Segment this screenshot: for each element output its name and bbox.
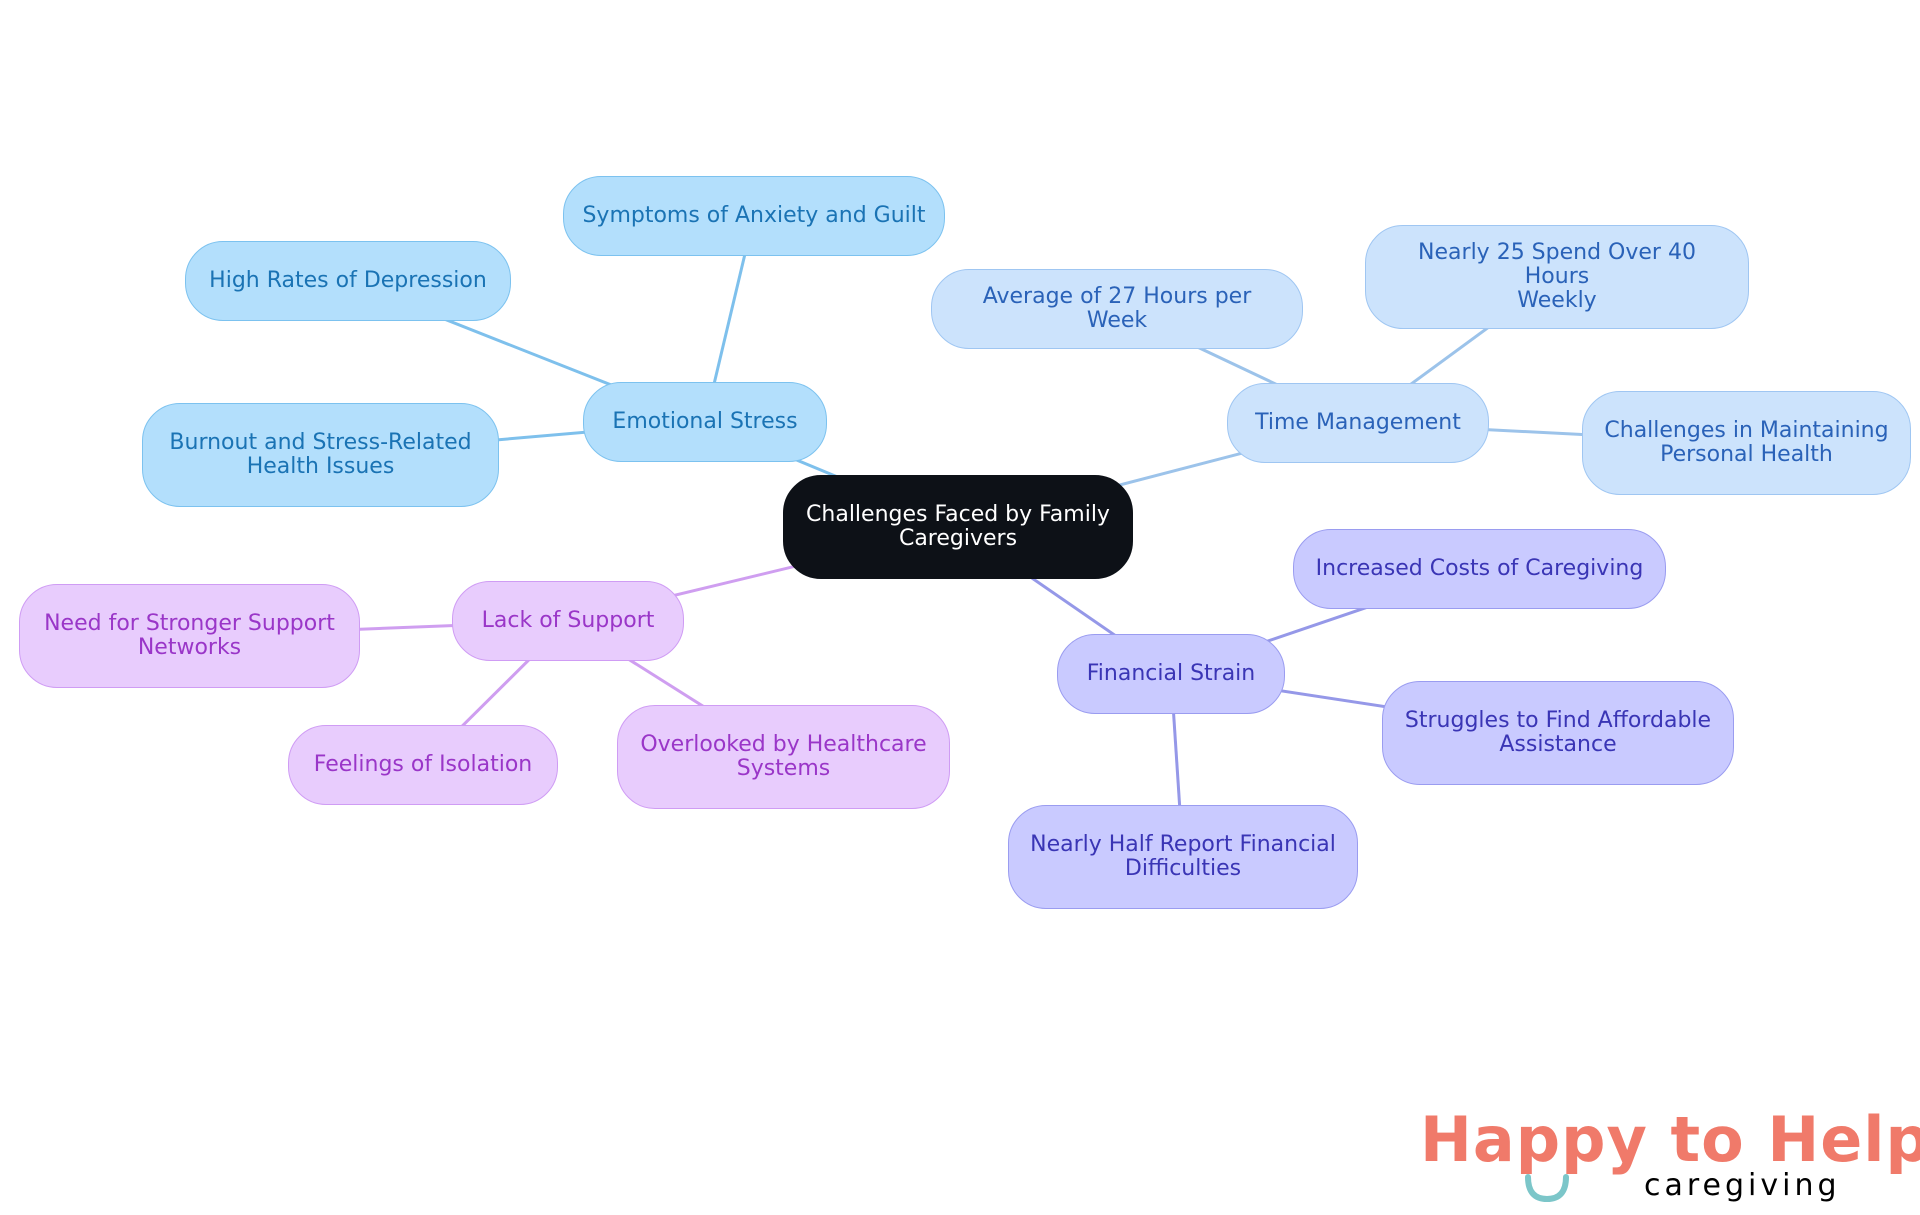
node-label-line: Challenges in Maintaining xyxy=(1604,418,1889,443)
node-isolation: Feelings of Isolation xyxy=(288,725,558,805)
logo-wordmark: Happy to Help xyxy=(1420,1105,1920,1175)
node-label-line: Difficulties xyxy=(1124,856,1242,881)
node-label-line: Nearly Half Report Financial xyxy=(1030,832,1336,857)
node-label-line: Weekly xyxy=(1517,288,1597,313)
node-label: High Rates of Depression xyxy=(209,269,487,293)
node-depression: High Rates of Depression xyxy=(185,241,511,321)
logo-word-to-help: to Help xyxy=(1670,1103,1920,1176)
node-label-line: Time Management xyxy=(1255,410,1461,435)
node-label-line: Caregivers xyxy=(898,526,1018,551)
node-time: Time Management xyxy=(1227,383,1489,463)
node-label: Feelings of Isolation xyxy=(314,753,532,777)
node-anxiety: Symptoms of Anxiety and Guilt xyxy=(563,176,945,256)
node-label: Time Management xyxy=(1255,411,1461,435)
logo-word-happy: Happy xyxy=(1420,1103,1648,1176)
node-avg27: Average of 27 Hours per Week xyxy=(931,269,1303,349)
node-emotional: Emotional Stress xyxy=(583,382,827,462)
node-label-line: Systems xyxy=(736,756,831,781)
node-label-line: Challenges Faced by Family xyxy=(806,502,1110,527)
node-label-line: Struggles to Find Affordable xyxy=(1404,708,1712,733)
node-label-line: Emotional Stress xyxy=(612,409,798,434)
node-label-line: Overlooked by Healthcare xyxy=(640,732,927,757)
logo-subtitle: caregiving xyxy=(1644,1168,1841,1203)
node-financial: Financial Strain xyxy=(1057,634,1285,714)
node-label-line: High Rates of Depression xyxy=(209,268,487,293)
node-label: Emotional Stress xyxy=(612,410,797,434)
company-logo: Happy to Help caregiving xyxy=(1420,1105,1920,1205)
node-label-line: Networks xyxy=(137,635,242,660)
node-label-line: Health Issues xyxy=(246,454,395,479)
node-label-line: Financial Strain xyxy=(1086,661,1256,686)
node-label-line: Burnout and Stress-Related xyxy=(169,430,472,455)
smile-icon xyxy=(1525,1174,1569,1203)
node-label: Increased Costs of Caregiving xyxy=(1316,557,1644,581)
node-label-line: Need for Stronger Support xyxy=(44,611,335,636)
node-label: Average of 27 Hours per Week xyxy=(950,285,1284,333)
node-costs: Increased Costs of Caregiving xyxy=(1293,529,1666,609)
node-label-line: Feelings of Isolation xyxy=(313,752,533,777)
node-label-line: Increased Costs of Caregiving xyxy=(1315,556,1644,581)
node-label-line: Lack of Support xyxy=(481,608,655,633)
node-label-line: Symptoms of Anxiety and Guilt xyxy=(582,203,926,228)
node-label-line: Personal Health xyxy=(1660,442,1833,467)
node-label: Lack of Support xyxy=(482,609,655,633)
node-label-line: Assistance xyxy=(1499,732,1617,757)
node-label-line: Average of 27 Hours per Week xyxy=(982,284,1252,333)
node-label-line: Nearly 25 Spend Over 40 Hours xyxy=(1418,240,1696,289)
node-support: Lack of Support xyxy=(452,581,684,661)
node-label: Financial Strain xyxy=(1087,662,1256,686)
node-label: Symptoms of Anxiety and Guilt xyxy=(582,204,925,228)
